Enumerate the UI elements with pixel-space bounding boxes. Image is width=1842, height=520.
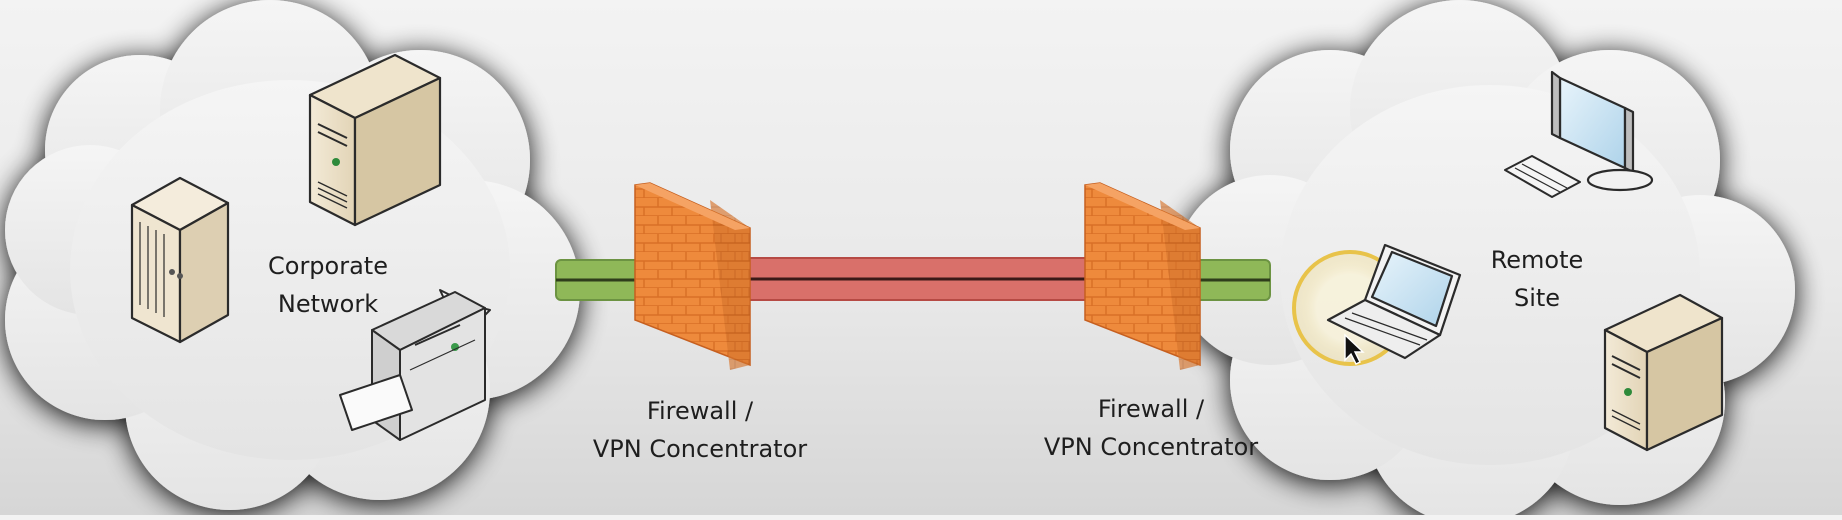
- vpn-tunnel: [739, 257, 1101, 301]
- remote-site-label: Remote Site: [1487, 241, 1587, 317]
- remote-server-icon: [1603, 293, 1724, 452]
- corporate-label-line1: Corporate: [268, 252, 388, 280]
- remote-label-line2: Site: [1513, 284, 1561, 312]
- laptop-icon: [1292, 243, 1462, 366]
- firewall-right-line2: VPN Concentrator: [1043, 433, 1259, 461]
- corporate-label-line2: Network: [277, 290, 379, 318]
- keyboard-icon: [1504, 155, 1581, 198]
- remote-label-line1: Remote: [1490, 246, 1584, 274]
- firewall-right-label: Firewall / VPN Concentrator: [1036, 390, 1266, 466]
- tower-server-icon: [130, 176, 230, 344]
- monitor-icon: [1550, 70, 1654, 192]
- server-icon: [308, 53, 442, 227]
- firewall-left-line1: Firewall /: [646, 397, 754, 425]
- firewall-right-line1: Firewall /: [1097, 395, 1205, 423]
- remote-site-cloud: [1175, 0, 1795, 520]
- firewall-left-icon: [634, 182, 751, 370]
- firewall-left-line2: VPN Concentrator: [592, 435, 808, 463]
- firewall-right-icon: [1084, 182, 1201, 370]
- printer-icon: [339, 289, 491, 441]
- corporate-network-label: Corporate Network: [258, 247, 398, 323]
- firewall-left-label: Firewall / VPN Concentrator: [585, 392, 815, 468]
- cursor-icon: [1344, 333, 1365, 365]
